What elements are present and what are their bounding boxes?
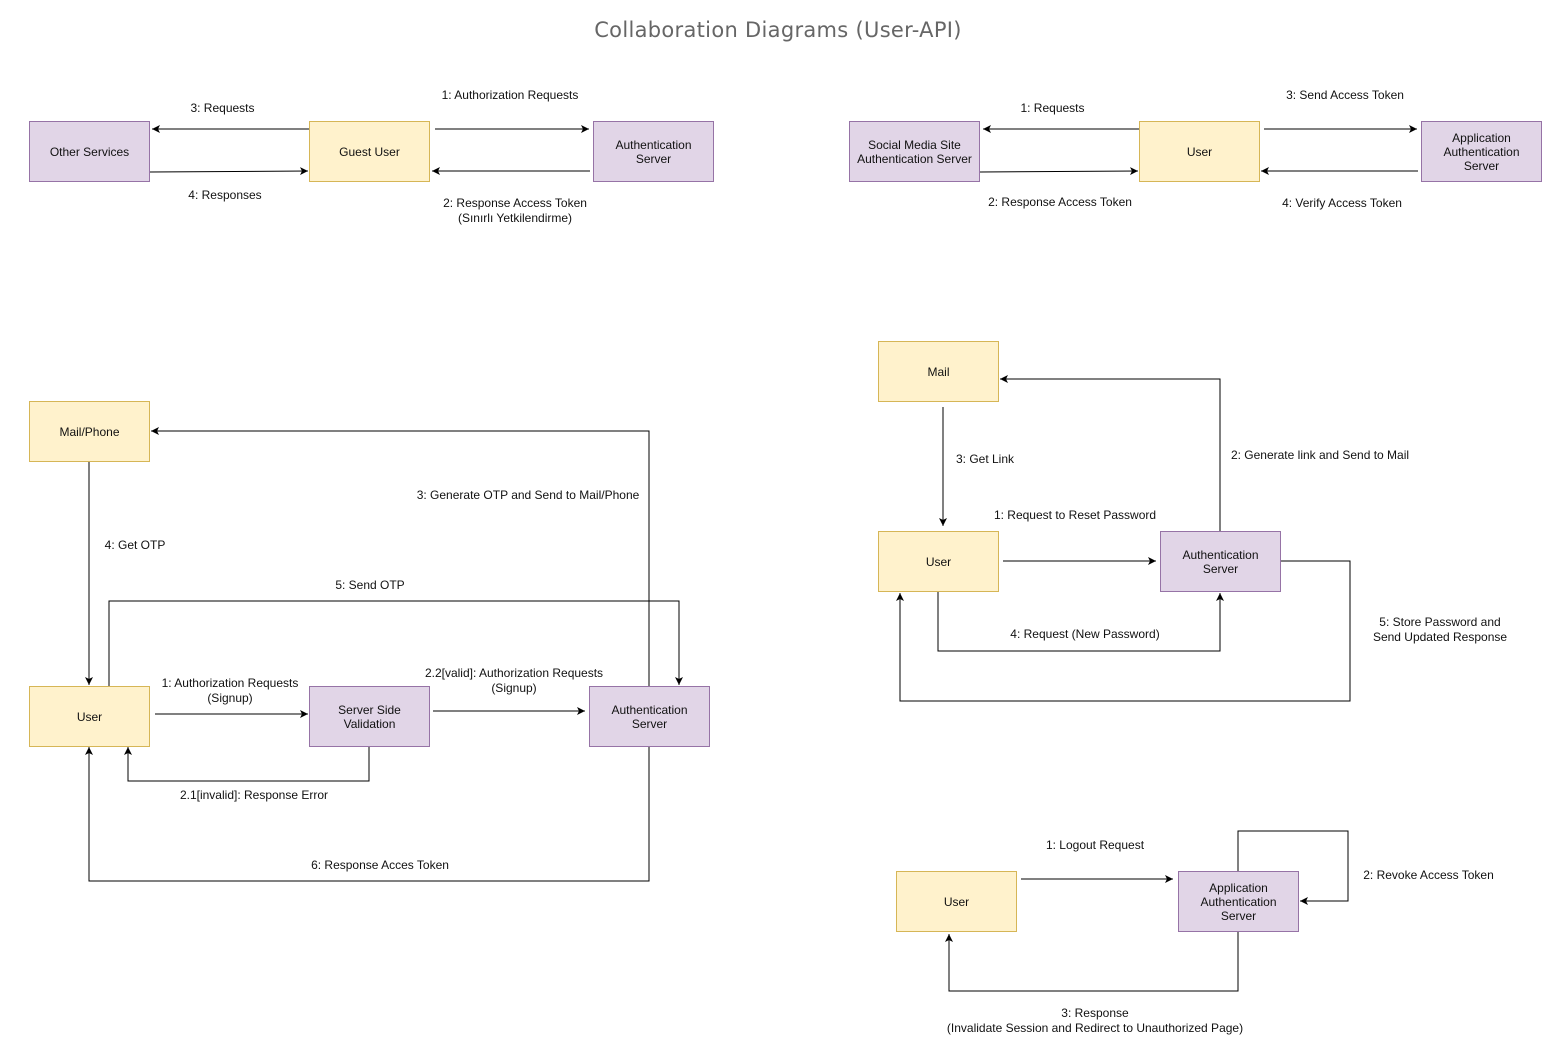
edge-auth-to-user-store <box>896 560 1351 702</box>
user-node: User <box>1139 121 1260 182</box>
other-services-node: Other Services <box>29 121 150 182</box>
mail-phone-node: Mail/Phone <box>29 401 150 462</box>
user-node: User <box>878 531 999 592</box>
label-authorization-requests-signup: 1: Authorization Requests (Signup) <box>161 676 299 705</box>
user-node: User <box>29 686 150 747</box>
label-generate-otp: 3: Generate OTP and Send to Mail/Phone <box>416 488 640 502</box>
edge-app-self-revoke <box>1237 830 1349 905</box>
label-store-password: 5: Store Password and Send Updated Respo… <box>1372 615 1508 644</box>
edge-user-to-auth-send-otp <box>108 600 683 686</box>
edge-user-to-auth-new-password <box>937 591 1224 652</box>
social-media-auth-server-node: Social Media Site Authentication Server <box>849 121 980 182</box>
label-get-otp: 4: Get OTP <box>104 538 166 552</box>
label-logout-request: 1: Logout Request <box>1045 838 1145 852</box>
edge-auth-to-mail-link <box>1000 375 1221 531</box>
app-auth-server-node: Application Authentication Server <box>1421 121 1542 182</box>
label-response-invalidate-session: 3: Response (Invalidate Session and Redi… <box>946 1006 1244 1035</box>
label-response-access-token: 2: Response Access Token (Sınırlı Yetkil… <box>443 196 587 225</box>
label-valid-authorization-requests: 2.2[valid]: Authorization Requests (Sign… <box>424 666 604 695</box>
authentication-server-node: Authentication Server <box>593 121 714 182</box>
label-responses: 4: Responses <box>188 188 262 202</box>
label-authorization-requests: 1: Authorization Requests <box>441 88 579 102</box>
page-title: Collaboration Diagrams (User-API) <box>594 18 962 42</box>
edge-social-to-user-token <box>979 167 1139 176</box>
server-side-validation-node: Server Side Validation <box>309 686 430 747</box>
label-verify-access-token: 4: Verify Access Token <box>1282 196 1402 210</box>
authentication-server-node: Authentication Server <box>589 686 710 747</box>
edge-other-to-guest-responses <box>149 167 309 176</box>
label-requests: 1: Requests <box>1020 101 1085 115</box>
label-revoke-access-token: 2: Revoke Access Token <box>1363 868 1494 882</box>
label-request-new-password: 4: Request (New Password) <box>1010 627 1160 641</box>
edge-app-to-user-response <box>945 931 1239 992</box>
label-generate-link: 2: Generate link and Send to Mail <box>1230 448 1410 462</box>
edge-auth-to-user-token <box>85 746 650 882</box>
label-invalid-response-error: 2.1[invalid]: Response Error <box>179 788 329 802</box>
label-send-otp: 5: Send OTP <box>335 578 405 592</box>
authentication-server-node: Authentication Server <box>1160 531 1281 592</box>
label-request-reset-password: 1: Request to Reset Password <box>993 508 1157 522</box>
label-response-access-token: 2: Response Access Token <box>988 195 1132 209</box>
label-send-access-token: 3: Send Access Token <box>1286 88 1404 102</box>
label-requests: 3: Requests <box>190 101 255 115</box>
app-auth-server-node: Application Authentication Server <box>1178 871 1299 932</box>
edge-auth-to-mailphone-otp <box>151 427 650 686</box>
label-get-link: 3: Get Link <box>955 452 1015 466</box>
edge-validation-to-user-invalid <box>124 746 370 782</box>
guest-user-node: Guest User <box>309 121 430 182</box>
user-node: User <box>896 871 1017 932</box>
label-response-acces-token: 6: Response Acces Token <box>311 858 449 872</box>
mail-node: Mail <box>878 341 999 402</box>
